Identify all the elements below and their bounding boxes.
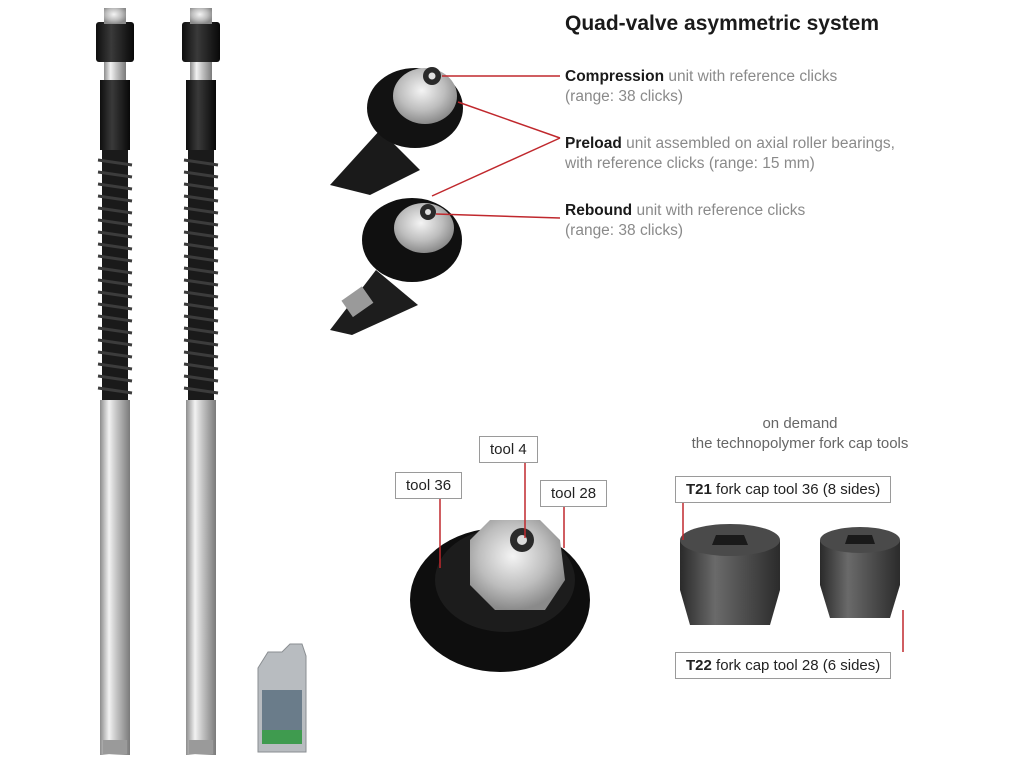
page-title: Quad-valve asymmetric system: [565, 12, 880, 35]
cap-tool-leader-lines: [682, 500, 904, 652]
fork-cartridge-right: [182, 8, 220, 755]
feature-leader-lines: [431, 75, 561, 219]
feature-name: Preload: [565, 135, 622, 152]
t21-tool-image: [680, 524, 780, 625]
tool-28-label: tool 28: [540, 480, 608, 507]
fork-cartridge-left: [96, 8, 134, 755]
feature-name: Rebound: [565, 202, 633, 219]
top-cap-rebound-image: [330, 198, 462, 335]
top-cap-compression-image: [330, 67, 463, 195]
fork-cap-tools-image: [410, 520, 590, 672]
feature-rebound: Rebound unit with reference clicks (rang…: [565, 201, 805, 241]
t22-label: T22 fork cap tool 28 (6 sides): [675, 652, 892, 679]
on-demand-caption: on demand the technopolymer fork cap too…: [660, 414, 940, 454]
feature-text: unit with reference clicks: [632, 202, 806, 219]
tool-leader-lines: [439, 462, 565, 568]
t21-code: T21: [686, 481, 712, 498]
feature-compression: Compression unit with reference clicks (…: [565, 67, 837, 107]
feature-detail: (range: 38 clicks): [565, 88, 684, 105]
feature-detail: with reference clicks (range: 15 mm): [565, 155, 815, 172]
feature-detail: (range: 38 clicks): [565, 222, 684, 239]
t22-desc: fork cap tool 28 (6 sides): [711, 657, 881, 674]
on-demand-line-2: the technopolymer fork cap tools: [691, 435, 909, 452]
feature-name: Compression: [565, 68, 665, 85]
t21-label: T21 fork cap tool 36 (8 sides): [675, 476, 892, 503]
fork-oil-bottle-image: [257, 643, 307, 753]
on-demand-line-1: on demand: [762, 415, 838, 432]
tool-36-label: tool 36: [395, 472, 463, 499]
t22-tool-image: [820, 527, 900, 618]
t21-desc: fork cap tool 36 (8 sides): [711, 481, 881, 498]
feature-preload: Preload unit assembled on axial roller b…: [565, 134, 895, 174]
t22-code: T22: [686, 657, 712, 674]
feature-text: unit with reference clicks: [664, 68, 838, 85]
tool-4-label: tool 4: [479, 436, 538, 463]
feature-text: unit assembled on axial roller bearings,: [621, 135, 895, 152]
